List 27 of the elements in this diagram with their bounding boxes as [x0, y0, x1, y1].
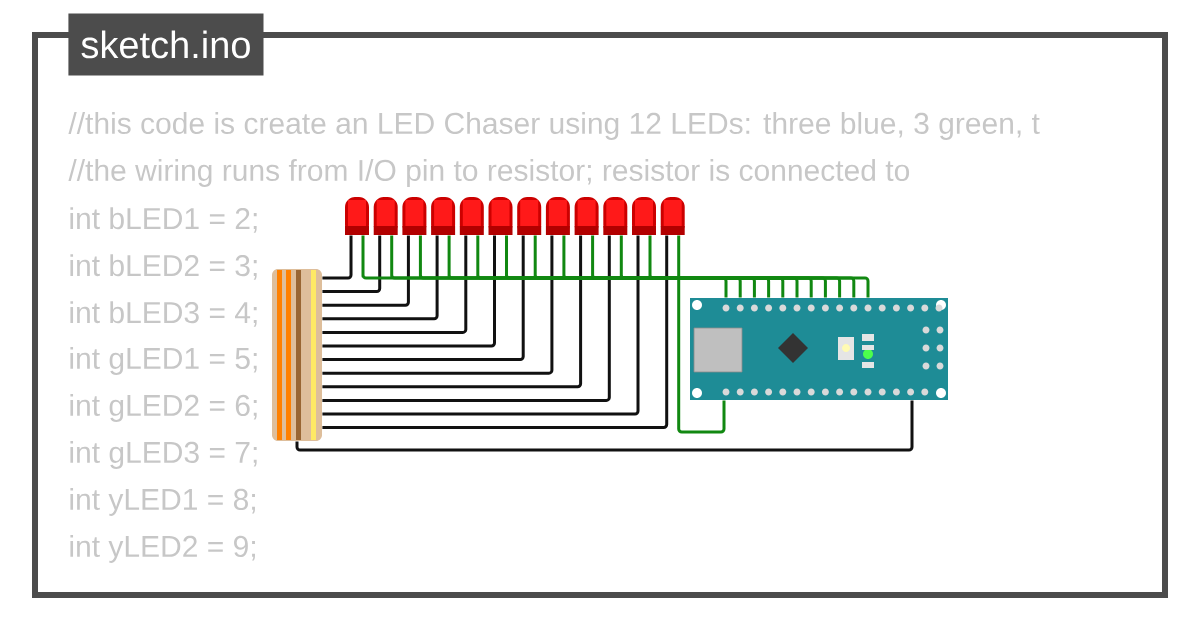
- wire: [677, 235, 726, 434]
- microcontroller-board-drawing: [690, 298, 948, 400]
- file-tab: sketch.ino: [68, 13, 264, 76]
- wire: [591, 235, 842, 298]
- wire: [648, 235, 870, 298]
- code-line: //the wiring runs from I/O pin to resistor; resistor is connected to: [68, 159, 910, 187]
- wire: [322, 235, 382, 294]
- wire: [322, 235, 611, 402]
- wire: [322, 235, 410, 307]
- wire: [322, 235, 439, 321]
- led-drawing: [345, 197, 369, 235]
- wire: [322, 235, 583, 389]
- wire: [322, 235, 353, 280]
- code-line: int yLED2 = 9;: [70, 535, 255, 563]
- wire: [619, 235, 856, 298]
- wire: [322, 235, 468, 334]
- code-line: int gLED3 = 7;: [70, 441, 257, 469]
- wire: [322, 235, 554, 375]
- wire: [295, 400, 914, 452]
- code-line: int yLED1 = 8;: [70, 488, 255, 516]
- wire: [322, 235, 525, 362]
- code-line: int bLED1 = 2;: [70, 207, 257, 233]
- led-drawing: [632, 197, 656, 235]
- resistor-array-drawing: [272, 269, 322, 441]
- code-line: int bLED2 = 3;: [70, 254, 257, 280]
- wire: [322, 235, 496, 348]
- code-line: //this code is create an LED Chaser using 12 LEDs: three blue, 3 green, t: [68, 112, 1040, 140]
